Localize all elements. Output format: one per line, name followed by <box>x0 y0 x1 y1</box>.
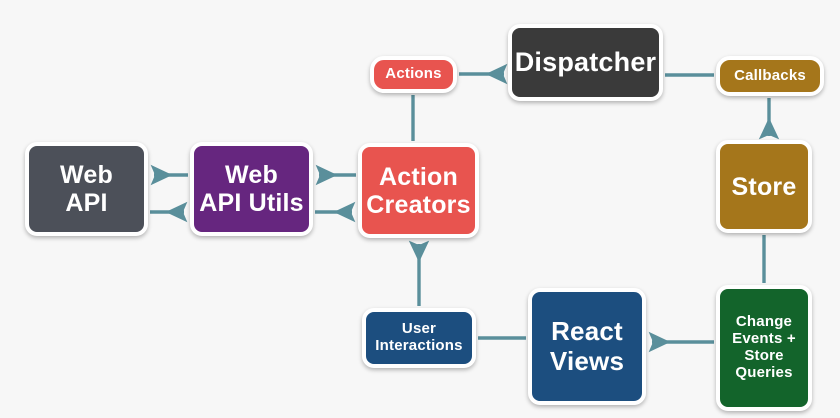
node-web-api-utils[interactable]: Web API Utils <box>190 142 313 236</box>
node-actions[interactable]: Actions <box>370 56 457 93</box>
node-dispatcher[interactable]: Dispatcher <box>508 24 663 101</box>
node-store[interactable]: Store <box>716 140 812 233</box>
node-callbacks[interactable]: Callbacks <box>716 56 824 96</box>
node-change-events-store-queries[interactable]: Change Events + Store Queries <box>716 285 812 411</box>
node-user-interactions[interactable]: User Interactions <box>362 308 476 368</box>
node-action-creators[interactable]: Action Creators <box>358 143 479 238</box>
node-react-views[interactable]: React Views <box>528 288 646 405</box>
node-web-api[interactable]: Web API <box>25 142 148 236</box>
